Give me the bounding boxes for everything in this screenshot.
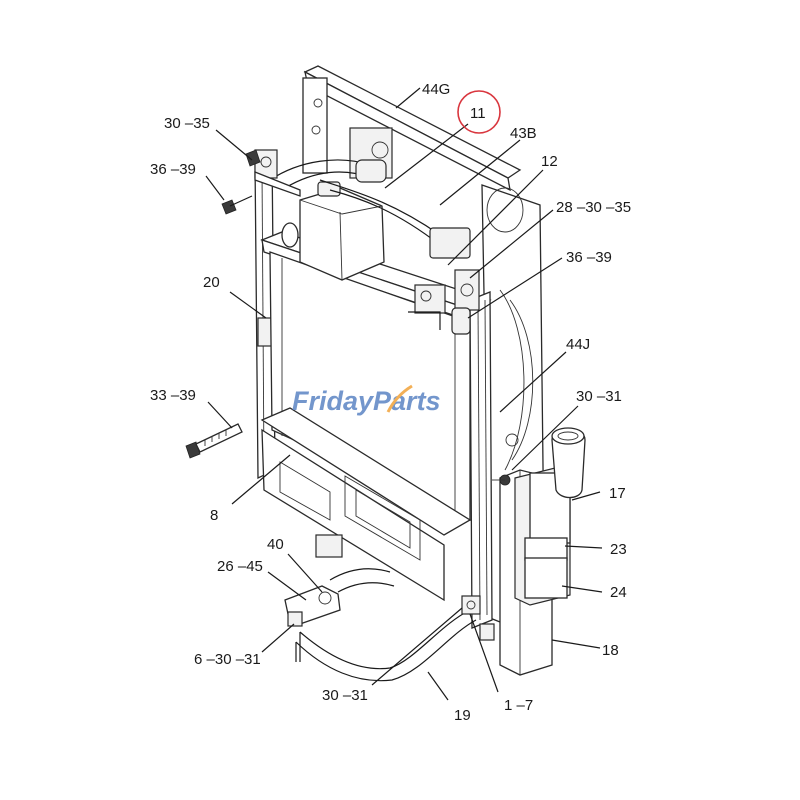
leader-lines <box>205 87 603 701</box>
callout-36-39-left: 36 –39 <box>150 161 196 178</box>
lower-hose <box>284 568 495 682</box>
callout-26-45: 26 –45 <box>217 558 263 575</box>
watermark-logo: FridayParts <box>292 384 441 416</box>
callout-1-7: 1 –7 <box>504 697 533 714</box>
core-side-tubes <box>469 291 493 629</box>
callout-44G: 44G <box>422 81 450 98</box>
bolt-36-39-left <box>221 195 253 215</box>
right-upper-bracket <box>408 227 480 335</box>
callout-labels: 44G 11 43B 30 –35 36 –39 12 28 –30 –35 3… <box>150 81 631 724</box>
callout-6-30-31: 6 –30 –31 <box>194 651 261 668</box>
bolt-30-35-top <box>245 149 261 167</box>
callout-20: 20 <box>203 274 220 291</box>
watermark-text-friday: Friday <box>292 386 375 416</box>
lower-tank <box>260 407 472 602</box>
callout-28-30-35: 28 –30 –35 <box>556 199 631 216</box>
callout-36-39-right: 36 –39 <box>566 249 612 266</box>
callout-24: 24 <box>610 584 627 601</box>
callout-30-35-top: 30 –35 <box>164 115 210 132</box>
callout-30-31-right: 30 –31 <box>576 388 622 405</box>
callout-23: 23 <box>610 541 627 558</box>
oil-cooler-assembly <box>492 427 586 676</box>
callout-12: 12 <box>541 153 558 170</box>
svg-text:FridayParts: FridayParts <box>292 386 441 416</box>
callout-11: 11 <box>470 105 486 122</box>
watermark-accent-swoosh <box>386 384 413 413</box>
callout-8: 8 <box>210 507 218 524</box>
callout-43B: 43B <box>510 125 537 142</box>
callout-18: 18 <box>602 642 619 659</box>
expansion-tank <box>281 181 385 281</box>
callout-44J: 44J <box>566 336 590 353</box>
callout-17: 17 <box>609 485 626 502</box>
callout-30-31-bottom: 30 –31 <box>322 687 368 704</box>
callout-33-39: 33 –39 <box>150 387 196 404</box>
bolt-33-39 <box>185 423 243 459</box>
callout-40: 40 <box>267 536 284 553</box>
upper-hoses <box>254 149 441 246</box>
callout-19: 19 <box>454 707 471 724</box>
highlight-circle <box>457 90 501 134</box>
